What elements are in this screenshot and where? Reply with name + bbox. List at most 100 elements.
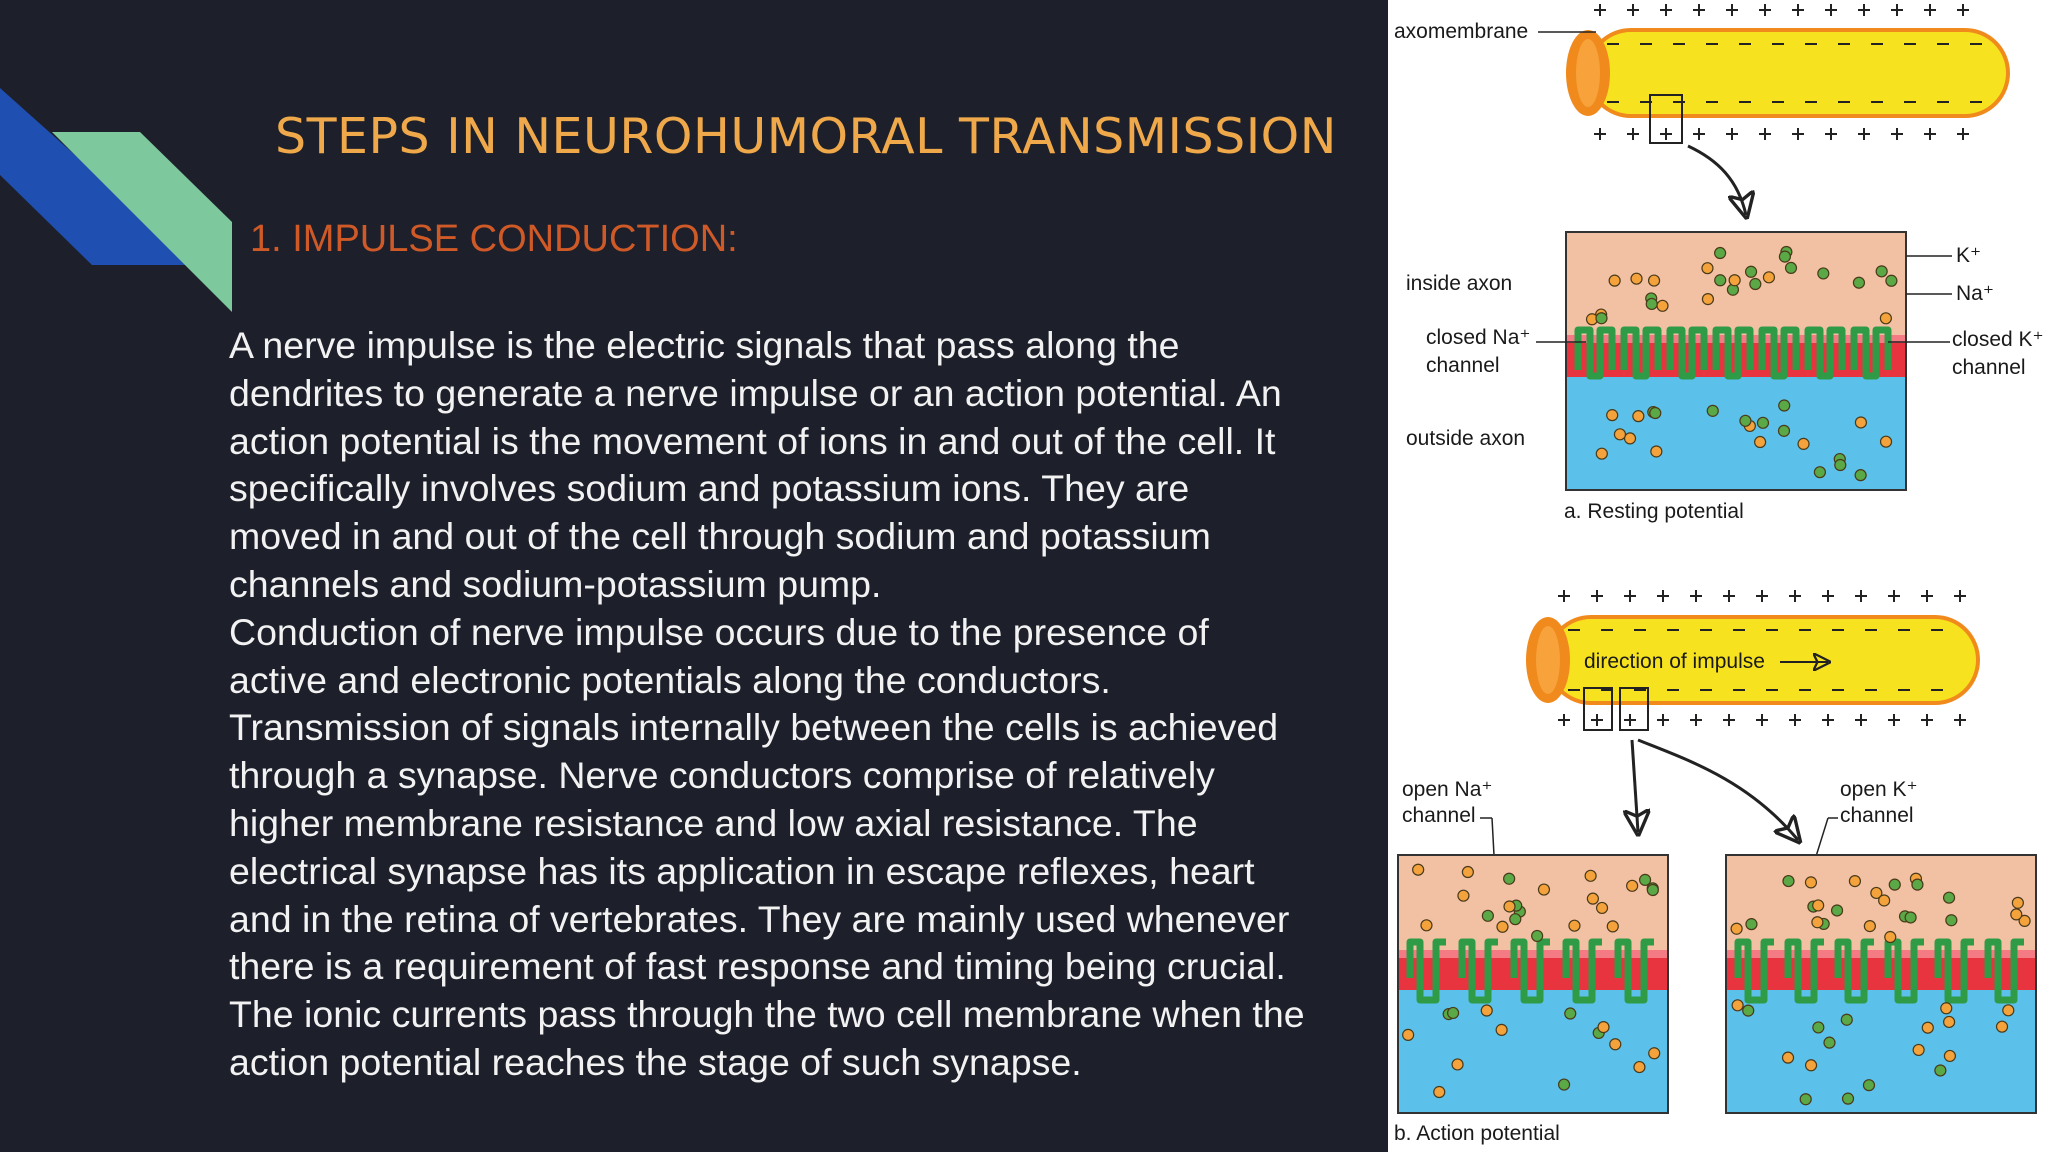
ion-dot	[1608, 274, 1621, 287]
ion-dot	[2011, 896, 2024, 909]
ion-dot	[1606, 920, 1619, 933]
body-line: there is a requirement of fast response …	[229, 945, 1286, 988]
body-line: specifically involves sodium and potassi…	[229, 467, 1190, 510]
ion-dot	[1854, 469, 1867, 482]
ion-dot	[1879, 435, 1893, 448]
ion-dot	[1777, 424, 1791, 437]
ion-dot	[1745, 918, 1758, 931]
ion-dot	[1649, 406, 1662, 420]
ion-dot	[1945, 914, 1958, 927]
label-outside-axon: outside axon	[1406, 427, 1525, 450]
ion-dot	[1756, 416, 1770, 429]
label-closed-na: closed Na⁺	[1426, 326, 1530, 349]
axon-top	[1566, 4, 2010, 144]
plus-charges-middle	[1558, 590, 1966, 726]
channel-protein	[1934, 938, 1974, 1004]
ion-dot	[1531, 929, 1544, 943]
ion-dot	[1812, 1021, 1825, 1034]
open-na-channels	[1406, 938, 1654, 1004]
ion-dot	[1781, 1051, 1795, 1064]
open-k-channels	[1734, 938, 2024, 1004]
closed-channels	[1574, 326, 1892, 380]
label-direction-of-impulse: direction of impulse	[1584, 650, 1765, 673]
caption-resting-potential: a. Resting potential	[1564, 500, 1744, 523]
ion-dot	[1817, 267, 1830, 280]
label-open-k: open K⁺	[1840, 778, 1918, 801]
ion-dot	[1862, 1079, 1876, 1092]
ion-dot	[1647, 274, 1661, 287]
arrow-down-1	[1687, 144, 1746, 215]
ion-dot	[1503, 872, 1516, 885]
body-line: action potential reaches the stage of su…	[229, 1040, 1082, 1083]
ion-dot	[2010, 908, 2023, 921]
ion-dot	[1812, 899, 1825, 912]
ion-dot	[1911, 878, 1924, 891]
ion-dot	[1606, 409, 1619, 422]
label-closed-na-channel: channel	[1426, 354, 1500, 377]
ion-dot	[1943, 1015, 1956, 1029]
ion-dot	[1797, 437, 1810, 450]
ion-dot	[1943, 1049, 1957, 1063]
ion-dot	[1446, 1006, 1460, 1020]
ion-dot	[1584, 869, 1597, 882]
channel-protein	[1574, 326, 1616, 380]
ion-dot	[1638, 873, 1652, 886]
ion-dot	[1841, 1092, 1855, 1105]
ion-dot	[1509, 913, 1522, 926]
label-inside-axon: inside axon	[1406, 272, 1512, 295]
channel-protein	[1834, 938, 1874, 1004]
body-paragraph: A nerve impulse is the electric signals …	[229, 322, 1389, 1087]
ion-dot	[1875, 265, 1888, 278]
ion-dots-resting	[1585, 245, 1898, 482]
ion-dot	[1451, 1058, 1464, 1071]
ion-dot	[1823, 1036, 1836, 1049]
body-line: active and electronic potentials along t…	[229, 658, 1111, 701]
channel-protein	[1458, 938, 1498, 1004]
ion-dot	[1934, 1064, 1947, 1077]
ion-dot	[1480, 1004, 1493, 1017]
ion-dot	[1461, 865, 1474, 879]
ion-dot	[1885, 274, 1898, 287]
ion-dot	[1503, 900, 1516, 913]
ion-dot	[1744, 265, 1758, 278]
ion-dot	[1995, 1020, 2009, 1033]
ion-dot	[1848, 875, 1862, 888]
ion-dot	[1830, 904, 1844, 917]
ion-dot	[1778, 399, 1791, 412]
ion-dot	[2002, 1004, 2015, 1017]
body-line: through a synapse. Nerve conductors comp…	[229, 754, 1215, 797]
ion-dot	[1762, 271, 1776, 284]
channel-protein	[1666, 326, 1708, 380]
label-closed-k: closed K⁺	[1952, 328, 2044, 351]
resting-potential-panel	[1565, 231, 1907, 491]
ion-dot	[1595, 447, 1608, 460]
ion-dot	[1904, 911, 1917, 924]
ion-dot	[1648, 1047, 1661, 1060]
ion-dot	[1412, 863, 1425, 876]
ion-dot	[1863, 920, 1876, 933]
body-line: and in the retina of vertebrates. They a…	[229, 897, 1290, 940]
ion-dot	[1940, 1002, 1953, 1015]
ion-dot	[1799, 1093, 1812, 1106]
ion-dot	[1433, 1085, 1446, 1099]
ion-dot	[1597, 1021, 1610, 1034]
ion-dot	[1457, 889, 1470, 902]
ion-dot	[1811, 916, 1824, 929]
channel-protein	[1984, 938, 2024, 1004]
channel-protein	[1758, 326, 1800, 380]
ion-dot	[1813, 466, 1826, 479]
ion-dot	[1749, 277, 1762, 291]
ion-dot	[1496, 920, 1509, 933]
channel-protein	[1406, 938, 1446, 1004]
label-k-ion: K⁺	[1956, 244, 1981, 267]
ion-dot	[1595, 901, 1609, 915]
action-panel-right	[1725, 854, 2037, 1114]
ion-dot	[2018, 914, 2031, 927]
label-axomembrane: axomembrane	[1394, 20, 1528, 43]
ion-dot	[1778, 250, 1792, 263]
ion-dot	[1568, 919, 1581, 932]
ion-dot	[1714, 246, 1727, 260]
label-closed-k-channel: channel	[1952, 356, 2026, 379]
ion-dot	[1884, 930, 1897, 944]
ion-dot	[1656, 299, 1669, 312]
